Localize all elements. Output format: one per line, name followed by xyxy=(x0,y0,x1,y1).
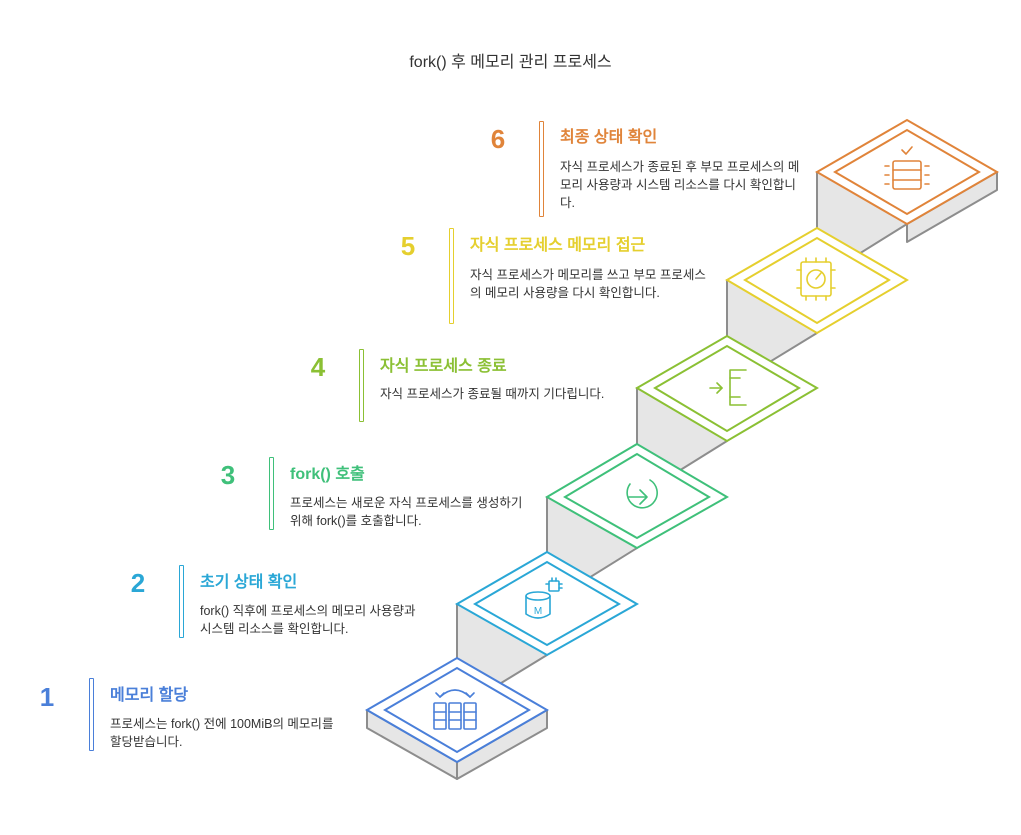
step-heading: 메모리 할당 xyxy=(110,687,189,704)
step-description: 자식 프로세스가 종료된 후 부모 프로세스의 메모리 사용량과 시스템 리소스… xyxy=(560,160,800,210)
step-accent-bar xyxy=(359,349,364,422)
step-number: 2 xyxy=(130,568,146,598)
step-accent-bar xyxy=(539,121,544,217)
step-6-tile xyxy=(815,118,999,226)
step-accent-bar xyxy=(449,228,454,324)
step-accent-bar xyxy=(179,565,184,638)
step-heading: fork() 호출 xyxy=(290,466,365,483)
step-description: 자식 프로세스가 메모리를 쓰고 부모 프로세스의 메모리 사용량을 다시 확인… xyxy=(470,268,706,300)
step-heading: 자식 프로세스 메모리 접근 xyxy=(470,237,646,254)
step-description: 자식 프로세스가 종료될 때까지 기다립니다. xyxy=(380,387,605,401)
svg-text:M: M xyxy=(534,606,542,617)
step-number: 1 xyxy=(39,682,55,712)
step-description: fork() 직후에 프로세스의 메모리 사용량과 시스템 리소스를 확인합니다… xyxy=(200,604,416,636)
step-1-tile xyxy=(365,656,549,764)
step-heading: 초기 상태 확인 xyxy=(200,574,298,591)
database-chip-icon: M xyxy=(525,577,563,619)
step-2-tile xyxy=(454,550,640,657)
memory-transfer-icon xyxy=(433,689,477,730)
step-heading: 최종 상태 확인 xyxy=(560,129,658,146)
step-4-tile xyxy=(635,334,819,443)
step-accent-bar xyxy=(269,457,274,530)
step-number: 3 xyxy=(220,460,236,490)
step-description: 프로세스는 새로운 자식 프로세스를 생성하기 위해 fork()를 호출합니다… xyxy=(290,496,523,528)
page-title: fork() 후 메모리 관리 프로세스 xyxy=(409,54,612,71)
step-3-tile xyxy=(545,442,729,550)
step-heading: 자식 프로세스 종료 xyxy=(380,358,507,375)
step-number: 4 xyxy=(310,352,326,382)
step-number: 6 xyxy=(490,124,506,154)
cpu-chip-icon xyxy=(796,257,836,301)
step-accent-bar xyxy=(89,678,94,751)
checked-database-icon xyxy=(884,146,930,190)
step-number: 5 xyxy=(400,231,416,261)
step-5-tile xyxy=(725,226,909,335)
exit-bracket-icon xyxy=(709,369,747,406)
arrow-circle-icon xyxy=(626,479,658,509)
step-description: 프로세스는 fork() 전에 100MiB의 메모리를 할당받습니다. xyxy=(110,717,334,749)
